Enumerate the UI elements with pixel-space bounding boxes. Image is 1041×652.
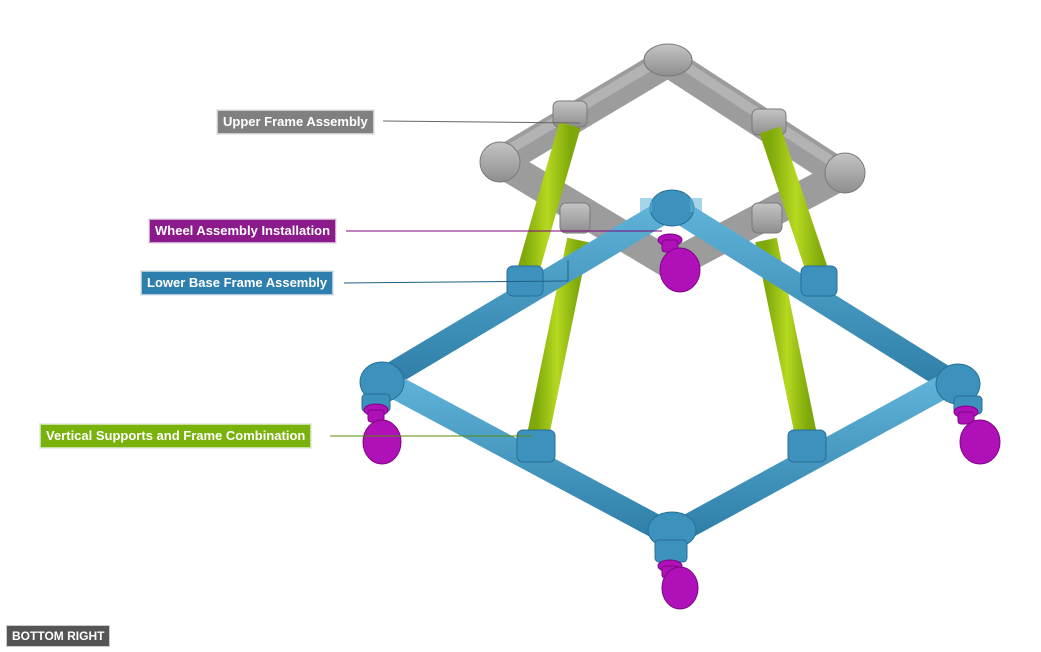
caster-front <box>657 559 699 610</box>
view-orientation-badge: BOTTOM RIGHT <box>6 625 111 647</box>
callout-wheel-assembly-installation: Wheel Assembly Installation <box>149 219 337 243</box>
base-caster-socket-front <box>654 539 688 563</box>
caster-back <box>657 233 701 293</box>
leader-lower-base <box>343 280 569 284</box>
base-tee-front-left <box>516 429 556 463</box>
caster-right <box>953 405 1001 465</box>
casters <box>362 233 1001 610</box>
base-tee-back-right <box>800 265 838 297</box>
upper-elbow-left <box>479 141 521 183</box>
vertical-support-back-right <box>759 126 833 289</box>
lower-base-frame <box>359 189 983 563</box>
base-tee-front-right <box>787 429 827 463</box>
upper-frame <box>479 43 866 280</box>
vertical-support-back-left <box>513 121 581 289</box>
base-elbow-back <box>649 189 695 227</box>
upper-elbow-back <box>643 43 693 77</box>
leader-lines <box>330 120 662 437</box>
upper-coupler-right-front <box>751 202 783 234</box>
callout-vertical-supports: Vertical Supports and Frame Combination <box>40 424 312 448</box>
callout-lower-base-frame-assembly: Lower Base Frame Assembly <box>141 271 334 295</box>
caster-left <box>362 403 402 465</box>
upper-coupler-left-front <box>559 202 591 234</box>
leader-upper-frame <box>382 120 581 124</box>
callout-upper-frame-assembly: Upper Frame Assembly <box>217 110 374 134</box>
upper-elbow-right <box>824 152 866 194</box>
